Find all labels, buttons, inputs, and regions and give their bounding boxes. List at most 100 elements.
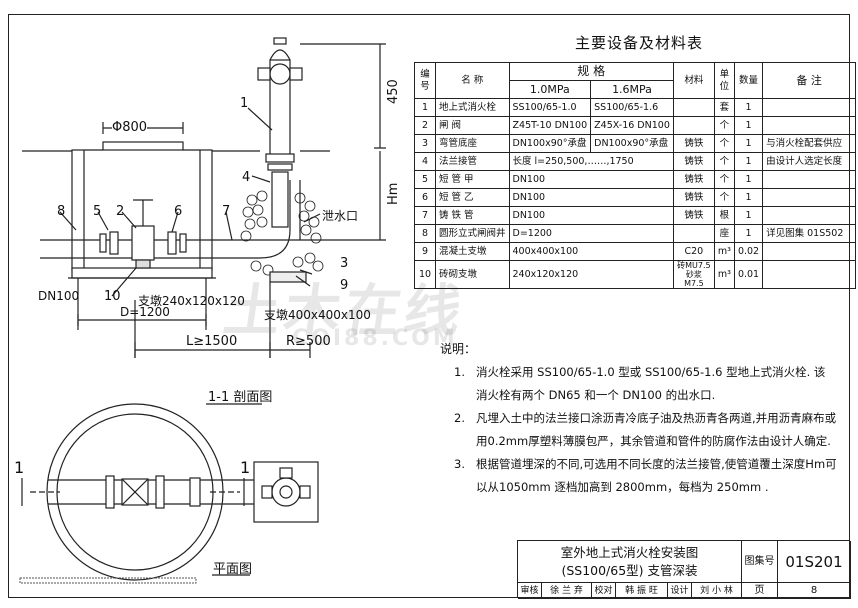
- row-unit: m³: [713, 242, 735, 261]
- check-label: 校对: [592, 583, 616, 599]
- row-name: 短 管 甲: [435, 170, 510, 189]
- col-name: 名 称: [435, 62, 510, 99]
- note-text: 消火栓采用 SS100/65-1.0 型或 SS100/65-1.6 型地上式消…: [476, 365, 826, 379]
- note-text: 根据管道埋深的不同,可选用不同长度的法兰接管,使管道覆土深度Hm可: [476, 457, 837, 471]
- row-name: 地上式消火栓: [435, 98, 510, 117]
- row-unit: 套: [713, 98, 735, 117]
- row-qty: 0.02: [733, 242, 764, 261]
- row-spec-1: DN100: [508, 188, 674, 207]
- note-line: 1.消火栓采用 SS100/65-1.0 型或 SS100/65-1.6 型地上…: [440, 361, 837, 384]
- row-unit: m³: [713, 260, 735, 289]
- d-label: D=1200: [120, 305, 170, 319]
- row-qty: 1: [733, 206, 764, 225]
- note-line: 2.凡埋入土中的法兰接口涂沥青冷底子油及热沥青各两道,并用沥青麻布或: [440, 407, 837, 430]
- plan-cut-left: 1: [14, 458, 25, 477]
- dim-r: [270, 342, 311, 358]
- callout-2: 2: [116, 204, 125, 219]
- row-no: 3: [414, 134, 436, 153]
- row-material: 铸铁: [672, 188, 715, 207]
- drawing-title-line1: 室外地上式消火栓安装图: [560, 545, 699, 560]
- row-note: [762, 116, 857, 135]
- row-no: 4: [414, 152, 436, 171]
- row-no: 5: [414, 170, 436, 189]
- note-line: 用0.2mm厚塑料薄膜包严，其余管道和管件的防腐作法由设计人确定.: [440, 430, 837, 453]
- row-qty: 0.01: [733, 260, 764, 289]
- drawing-title: 室外地上式消火栓安装图 (SS100/65型) 支管深装: [518, 541, 742, 583]
- row-spec-1: DN100: [508, 170, 674, 189]
- row-no: 2: [414, 116, 436, 135]
- row-material: 铸铁: [672, 170, 715, 189]
- row-name: 圆形立式闸阀井: [435, 224, 510, 243]
- note-line: 以从1050mm 逐档加高到 2800mm，每档为 250mm .: [440, 476, 837, 499]
- note-text: 以从1050mm 逐档加高到 2800mm，每档为 250mm .: [476, 480, 769, 494]
- callout-4: 4: [242, 170, 251, 185]
- col-spec: 规 格: [508, 62, 674, 81]
- row-qty: 1: [733, 116, 764, 135]
- row-no: 1: [414, 98, 436, 117]
- l-label: L≥1500: [186, 334, 238, 349]
- callout-10: 10: [104, 289, 121, 304]
- callout-5: 5: [93, 204, 102, 219]
- row-unit: 个: [713, 188, 735, 207]
- row-unit: 个: [713, 170, 735, 189]
- row-name: 法兰接管: [435, 152, 510, 171]
- row-material: C20: [672, 242, 715, 261]
- row-material: 铸铁: [672, 206, 715, 225]
- reviewer-sign: 徐 兰 弃: [542, 583, 592, 599]
- row-no: 8: [414, 224, 436, 243]
- row-unit: 个: [713, 134, 735, 153]
- brick-support: [135, 259, 151, 269]
- callout-8: 8: [57, 204, 66, 219]
- row-qty: 1: [733, 98, 764, 117]
- row-material: [672, 224, 715, 243]
- plan-cut-right: 1: [240, 458, 251, 477]
- drawing-frame: [8, 14, 850, 598]
- gate-valve: [131, 225, 155, 261]
- row-material: 砖MU7.5 砂浆M7.5: [672, 260, 715, 289]
- row-spec-1: DN100x90°承盘: [508, 134, 592, 153]
- callout-1: 1: [240, 96, 249, 111]
- dn-label: DN100: [38, 289, 80, 303]
- row-unit: 座: [713, 224, 735, 243]
- row-note: [762, 242, 857, 261]
- row-qty: 1: [733, 224, 764, 243]
- checker-sign: 韩 振 旺: [616, 583, 668, 599]
- note-number: 2.: [454, 411, 465, 425]
- title-block: 室外地上式消火栓安装图 (SS100/65型) 支管深装 图集号 01S201 …: [517, 540, 851, 599]
- row-unit: 根: [713, 206, 735, 225]
- row-name: 铸 铁 管: [435, 206, 510, 225]
- row-spec-1: 240x120x120: [508, 260, 674, 289]
- row-unit: 个: [713, 116, 735, 135]
- row-unit: 个: [713, 152, 735, 171]
- row-no: 7: [414, 206, 436, 225]
- plan-view: [21, 403, 319, 581]
- callout-9: 9: [340, 278, 349, 293]
- page-number: 8: [778, 583, 851, 599]
- row-no: 9: [414, 242, 436, 261]
- row-name: 砖砌支墩: [435, 260, 510, 289]
- callout-3: 3: [340, 256, 349, 271]
- dim-450: [300, 43, 386, 149]
- drawing-title-line2: (SS100/65型) 支管深装: [561, 563, 698, 578]
- gravel-fill: [240, 190, 324, 276]
- row-note: [762, 188, 857, 207]
- plan-caption: 平面图: [213, 562, 253, 577]
- note-text: 消火栓有两个 DN65 和一个 DN100 的出水口.: [476, 388, 716, 402]
- col-mat: 材料: [672, 62, 715, 99]
- concrete-support: [269, 271, 307, 283]
- row-note: 与消火栓配套供应: [762, 134, 857, 153]
- support2-label: 支墩400x400x100: [264, 308, 371, 322]
- row-material: [672, 98, 715, 117]
- atlas-number: 01S201: [778, 541, 851, 583]
- review-label: 审核: [518, 583, 542, 599]
- section-caption: 1-1 剖面图: [208, 390, 273, 405]
- dim-450-label: 450: [386, 79, 401, 104]
- well-wall-left: [71, 149, 85, 271]
- well-floor: [71, 267, 213, 279]
